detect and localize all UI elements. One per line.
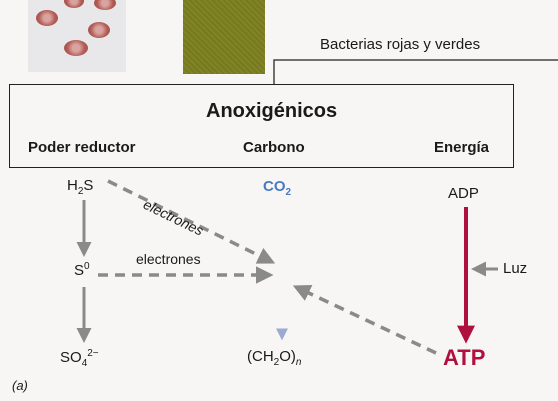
ch2o-label: (CH2O)n	[247, 348, 302, 368]
column-header-reductant: Poder reductor	[28, 139, 136, 156]
electrons-diagonal-arrow	[107, 179, 276, 264]
box-title: Anoxigénicos	[206, 100, 338, 122]
atp-to-carbon-arrow	[292, 285, 437, 355]
so4-label: SO42−	[60, 348, 99, 369]
panel-label: (a)	[12, 378, 28, 393]
s0-label: S0	[74, 261, 90, 279]
atp-label: ATP	[443, 345, 486, 370]
bacteria-caption: Bacterias rojas y verdes	[320, 36, 481, 53]
electrons-horizontal-label: electrones	[136, 251, 201, 267]
light-label: Luz	[503, 260, 528, 277]
adp-label: ADP	[448, 185, 479, 202]
column-header-carbon: Carbono	[243, 139, 305, 156]
h2s-label: H2S	[67, 177, 94, 197]
caption-connector	[273, 59, 558, 84]
co2-label: CO2	[263, 178, 292, 198]
anoxygenic-box	[9, 84, 514, 168]
red-bacteria-photo	[28, 0, 126, 72]
green-bacteria-photo	[183, 0, 265, 74]
column-header-energy: Energía	[434, 139, 490, 156]
